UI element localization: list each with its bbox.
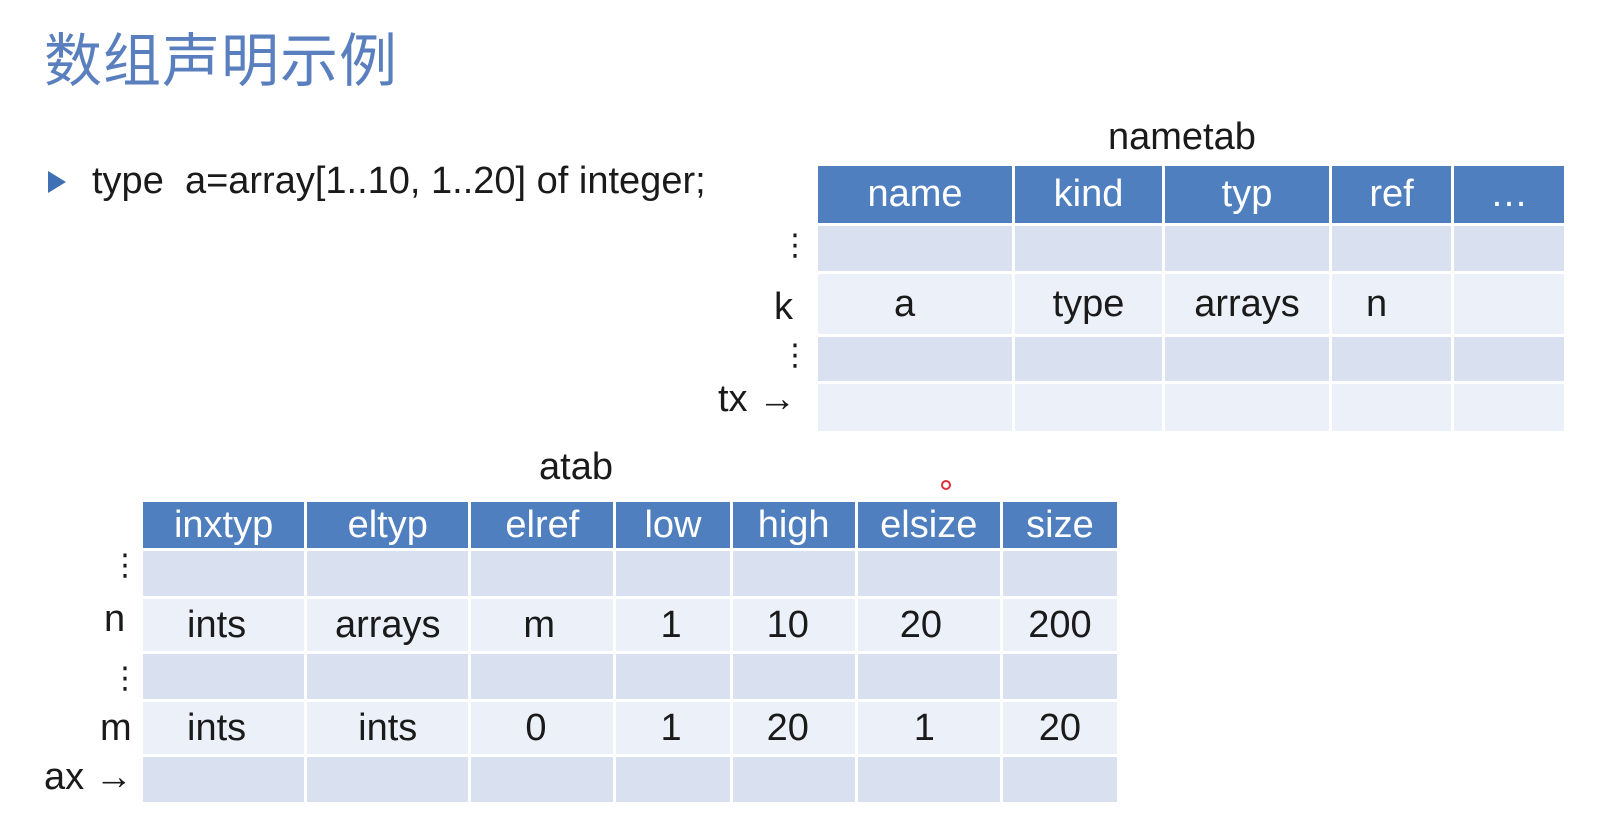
table-row: [818, 384, 1564, 431]
table-cell: [1332, 226, 1451, 271]
atab-header-low: low: [616, 502, 730, 548]
atab-row-label-ax: ax →: [44, 756, 133, 798]
atab-header-high: high: [732, 502, 855, 548]
table-row: [818, 226, 1564, 271]
table-cell: [857, 757, 1000, 802]
table-cell: 200: [1002, 599, 1117, 651]
table-cell: [1454, 274, 1564, 334]
table-cell: [471, 654, 614, 699]
table-cell: [1454, 226, 1564, 271]
atab-row-label-m: m: [100, 707, 132, 749]
table-cell: [1165, 384, 1329, 431]
atab-caption: atab: [539, 446, 613, 488]
table-cell: a: [818, 274, 1012, 334]
table-cell: [1015, 226, 1162, 271]
table-cell: [1165, 337, 1329, 381]
table-cell: 1: [616, 599, 730, 651]
table-cell: [1015, 337, 1162, 381]
nametab-header-row: name kind typ ref …: [818, 166, 1564, 223]
nametab-row-label-ellipsis: ⋮: [780, 229, 810, 262]
table-cell: [143, 551, 305, 596]
nametab-header-more: …: [1454, 166, 1564, 223]
table-cell: [1002, 551, 1117, 596]
table-row: a type arrays n: [818, 274, 1564, 334]
table-cell: 1: [857, 702, 1000, 754]
atab-header-row: inxtyp eltyp elref low high elsize size: [143, 502, 1117, 548]
table-cell: [1015, 384, 1162, 431]
table-cell: [616, 757, 730, 802]
nametab-header-kind: kind: [1015, 166, 1162, 223]
table-cell: [1454, 337, 1564, 381]
table-row: [143, 654, 1117, 699]
table-cell: [307, 551, 469, 596]
table-cell: ints: [143, 702, 305, 754]
table-cell: [818, 226, 1012, 271]
table-cell: [732, 654, 855, 699]
table-cell: 20: [732, 702, 855, 754]
table-cell: 10: [732, 599, 855, 651]
table-cell: [818, 337, 1012, 381]
table-cell: arrays: [307, 599, 469, 651]
table-cell: 0: [471, 702, 614, 754]
table-cell: m: [471, 599, 614, 651]
table-cell: ints: [307, 702, 469, 754]
table-cell: [1002, 654, 1117, 699]
table-cell: [143, 654, 305, 699]
table-cell: [1165, 226, 1329, 271]
table-row: ints arrays m 1 10 20 200: [143, 599, 1117, 651]
bullet-text: type a=array[1..10, 1..20] of integer;: [92, 160, 706, 202]
nametab-row-label-k: k: [774, 286, 793, 328]
table-cell: 20: [1002, 702, 1117, 754]
table-cell: [857, 551, 1000, 596]
table-cell: [857, 654, 1000, 699]
table-cell: [471, 551, 614, 596]
nametab-header-ref: ref: [1332, 166, 1451, 223]
triangle-bullet-icon: [48, 170, 66, 193]
table-cell: [1332, 384, 1451, 431]
nametab-table: name kind typ ref … a type arrays n: [815, 163, 1567, 434]
table-cell: 1: [616, 702, 730, 754]
table-cell: [732, 757, 855, 802]
table-cell: [307, 654, 469, 699]
table-cell: n: [1332, 274, 1451, 334]
table-cell: [143, 757, 305, 802]
table-cell: [471, 757, 614, 802]
table-row: [818, 337, 1564, 381]
nametab-header-typ: typ: [1165, 166, 1329, 223]
table-cell: [616, 654, 730, 699]
table-cell: [732, 551, 855, 596]
table-cell: [1002, 757, 1117, 802]
table-cell: 20: [857, 599, 1000, 651]
table-cell: [1332, 337, 1451, 381]
atab-header-size: size: [1002, 502, 1117, 548]
table-row: ints ints 0 1 20 1 20: [143, 702, 1117, 754]
slide-title: 数组声明示例: [44, 27, 399, 95]
atab-header-eltyp: eltyp: [307, 502, 469, 548]
atab-row-label-ellipsis: ⋮: [110, 662, 140, 695]
table-cell: arrays: [1165, 274, 1329, 334]
table-cell: [307, 757, 469, 802]
nametab-caption: nametab: [1108, 116, 1256, 158]
table-cell: ints: [143, 599, 305, 651]
table-cell: [818, 384, 1012, 431]
table-cell: [616, 551, 730, 596]
pointer-dot-icon: [941, 480, 951, 490]
atab-row-label-n: n: [104, 598, 126, 640]
atab-table: inxtyp eltyp elref low high elsize size …: [140, 499, 1120, 805]
table-cell: type: [1015, 274, 1162, 334]
nametab-header-name: name: [818, 166, 1012, 223]
nametab-row-label-tx: tx →: [718, 378, 797, 420]
table-row: [143, 757, 1117, 802]
atab-row-label-ellipsis: ⋮: [110, 549, 140, 582]
bullet-item: type a=array[1..10, 1..20] of integer;: [48, 160, 706, 203]
atab-header-elref: elref: [471, 502, 614, 548]
nametab-row-label-ellipsis: ⋮: [780, 339, 810, 372]
table-cell: [1454, 384, 1564, 431]
atab-header-inxtyp: inxtyp: [143, 502, 305, 548]
atab-header-elsize: elsize: [857, 502, 1000, 548]
table-row: [143, 551, 1117, 596]
